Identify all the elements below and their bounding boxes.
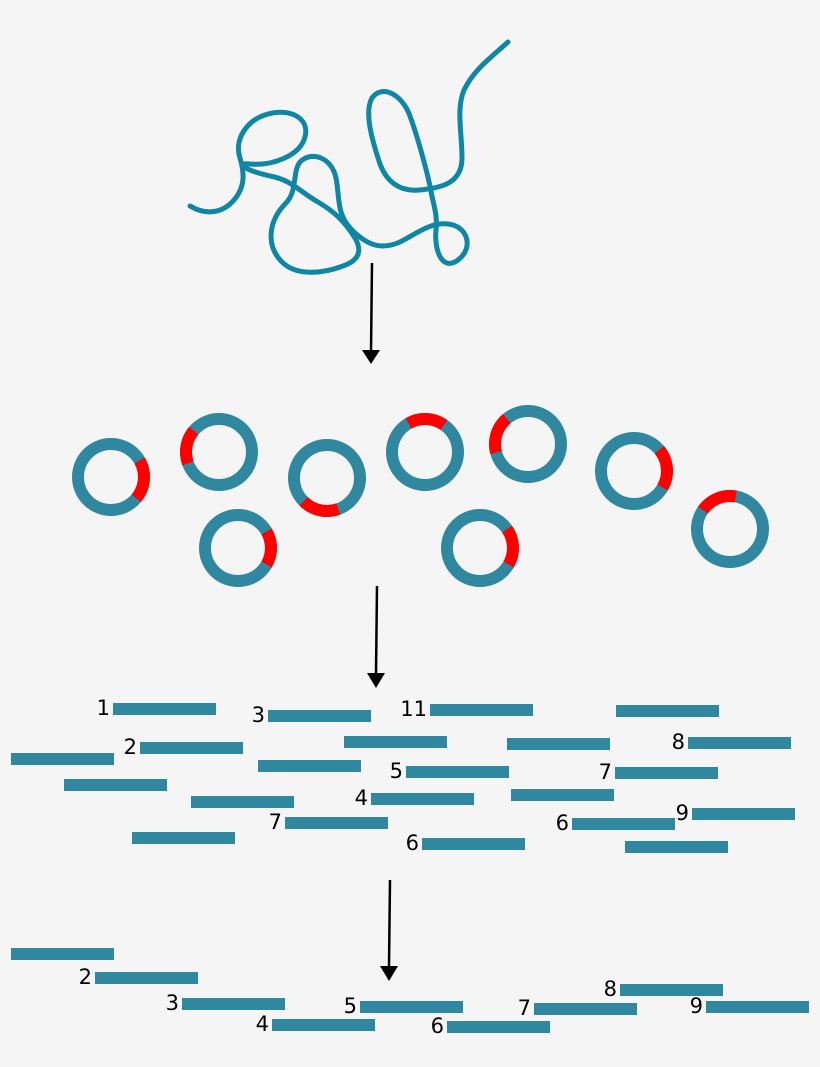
fragment-reads: 1 3 11 2 8 5 7 4 7 6 9 6 xyxy=(11,696,795,855)
plasmid-insert xyxy=(261,528,277,568)
contig-label: 2 xyxy=(79,965,92,989)
plasmid-backbone xyxy=(72,438,150,516)
fragment-label: 3 xyxy=(252,703,265,727)
step-arrow-2 xyxy=(367,585,385,688)
plasmid-icon xyxy=(72,438,150,516)
fragment-bar xyxy=(572,818,675,830)
fragment-bar xyxy=(140,742,243,754)
contig-bar xyxy=(620,984,723,996)
plasmid-library xyxy=(72,405,769,587)
plasmid-icon xyxy=(489,405,567,483)
plasmid-insert xyxy=(489,414,511,455)
contig-label: 3 xyxy=(166,991,179,1015)
contig-label: 8 xyxy=(604,977,617,1001)
fragment-label: 8 xyxy=(672,730,685,754)
plasmid-backbone xyxy=(386,413,464,491)
genomic-dna-icon xyxy=(187,39,511,275)
contig-bar xyxy=(182,998,285,1010)
plasmid-insert xyxy=(698,490,737,514)
plasmid-icon xyxy=(691,490,769,568)
plasmid-backbone xyxy=(180,413,258,491)
plasmid-backbone xyxy=(595,432,673,510)
fragment-bar xyxy=(64,779,167,791)
contig-label: 9 xyxy=(690,994,703,1018)
fragment-bar xyxy=(371,793,474,805)
contig-label: 4 xyxy=(256,1012,269,1036)
plasmid-insert xyxy=(180,426,199,466)
contig-bar xyxy=(11,948,114,960)
plasmid-insert xyxy=(405,413,448,431)
fragment-label: 7 xyxy=(269,810,282,834)
contig-bar xyxy=(272,1019,375,1031)
fragment-bar xyxy=(11,753,114,765)
step-arrow-1 xyxy=(362,262,380,364)
contig-label: 6 xyxy=(431,1014,444,1038)
plasmid-icon xyxy=(288,439,366,517)
plasmid-insert xyxy=(654,445,673,491)
fragment-bar xyxy=(258,760,361,772)
fragment-bar xyxy=(344,736,447,748)
fragment-bar xyxy=(688,737,791,749)
fragment-label: 9 xyxy=(676,801,689,825)
plasmid-icon xyxy=(386,413,464,491)
fragment-label: 6 xyxy=(556,811,569,835)
plasmid-icon xyxy=(199,509,277,587)
fragment-label: 4 xyxy=(355,786,368,810)
fragment-label: 5 xyxy=(390,759,403,783)
fragment-bar xyxy=(191,796,294,808)
fragment-label: 2 xyxy=(124,735,137,759)
plasmid-insert xyxy=(501,525,519,568)
plasmid-icon xyxy=(441,509,519,587)
fragment-label: 6 xyxy=(406,831,419,855)
plasmid-backbone xyxy=(441,509,519,587)
contig-bar xyxy=(95,972,198,984)
fragment-bar xyxy=(615,767,718,779)
contig-bar xyxy=(534,1003,637,1015)
plasmid-backbone xyxy=(199,509,277,587)
fragment-label: 11 xyxy=(400,697,427,721)
step-arrow-3 xyxy=(380,879,398,981)
contig-bar xyxy=(447,1021,550,1033)
fragment-bar xyxy=(406,766,509,778)
contig-bar xyxy=(706,1001,809,1013)
fragment-bar xyxy=(616,705,719,717)
fragment-bar xyxy=(507,738,610,750)
fragment-bar xyxy=(422,838,525,850)
contig-label: 7 xyxy=(518,996,531,1020)
plasmid-insert xyxy=(131,457,150,503)
fragment-bar xyxy=(692,808,795,820)
contig-bar xyxy=(360,1001,463,1013)
fragment-bar xyxy=(113,703,216,715)
fragment-bar xyxy=(511,789,614,801)
fragment-bar xyxy=(430,704,533,716)
contig-label: 5 xyxy=(344,994,357,1018)
assembled-contig: 2 3 4 5 6 7 8 9 xyxy=(11,948,809,1038)
plasmid-insert xyxy=(299,496,341,517)
fragment-bar xyxy=(625,841,728,853)
plasmid-backbone xyxy=(288,439,366,517)
fragment-label: 1 xyxy=(97,696,110,720)
fragment-bar xyxy=(268,710,371,722)
plasmid-icon xyxy=(180,413,258,491)
fragment-label: 7 xyxy=(599,760,612,784)
fragment-bar xyxy=(132,832,235,844)
fragment-bar xyxy=(285,817,388,829)
plasmid-icon xyxy=(595,432,673,510)
